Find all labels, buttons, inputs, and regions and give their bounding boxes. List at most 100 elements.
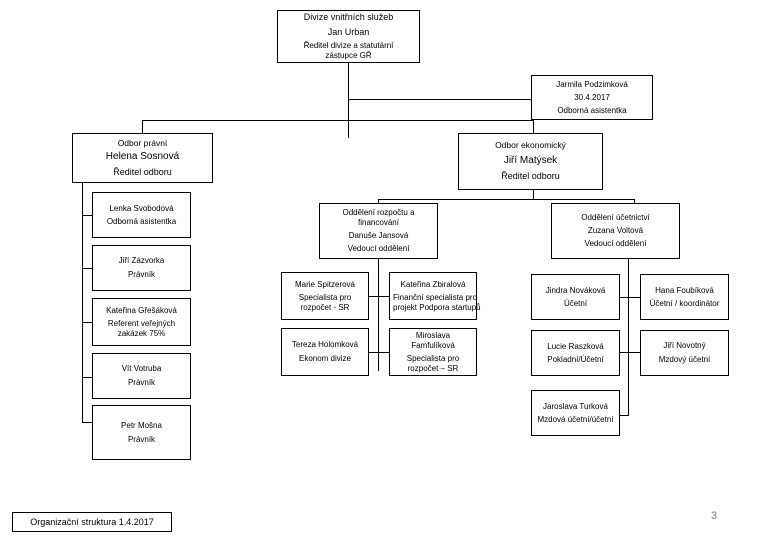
assistant-person: Jarmila Podzimková bbox=[556, 79, 628, 89]
legal-role: Ředitel odboru bbox=[113, 166, 172, 177]
page-number: 3 bbox=[711, 510, 718, 522]
accounting-staff-2-role: Účetní / koordinátor bbox=[649, 298, 720, 308]
budget-unit-line2: financování bbox=[358, 218, 399, 227]
connector-econ-down bbox=[533, 190, 534, 200]
legal-staff-3-role-line2: zakázek 75% bbox=[117, 328, 166, 338]
division-unit: Divize vnitřních služeb bbox=[303, 12, 394, 23]
legal-staff-1-role: Odborná asistentka bbox=[106, 216, 177, 226]
node-accounting-staff-5[interactable]: Jaroslava Turková Mzdová účetní/účetní bbox=[531, 390, 620, 436]
econ-role: Ředitel odboru bbox=[501, 171, 560, 182]
legal-staff-1-person: Lenka Svobodová bbox=[109, 203, 174, 213]
budget-staff-3-role: Ekonom divize bbox=[298, 354, 352, 363]
node-accounting-staff-3[interactable]: Lucie Raszková Pokladní/Účetní bbox=[531, 330, 620, 376]
legal-person: Helena Sosnová bbox=[105, 151, 180, 163]
accounting-person: Zuzana Voltová bbox=[587, 226, 644, 235]
connector-acct-stub-right-2 bbox=[628, 352, 640, 353]
connector-bus-to-legal bbox=[142, 120, 143, 138]
accounting-role: Vedoucí oddělení bbox=[584, 239, 647, 248]
accounting-staff-1-person: Jindra Nováková bbox=[545, 285, 606, 295]
connector-division-to-assistant bbox=[348, 99, 531, 100]
node-budget-unit[interactable]: Oddělení rozpočtu a financování Danuše J… bbox=[319, 203, 438, 259]
connector-budget-stub-left-2 bbox=[369, 352, 378, 353]
node-budget-staff-2[interactable]: Kateřina Zbiralová Finanční specialista … bbox=[389, 272, 481, 320]
connector-bus-to-econ bbox=[533, 120, 534, 138]
connector-legal-stub-2 bbox=[82, 268, 92, 269]
econ-person: Jiří Matýsek bbox=[503, 154, 558, 166]
connector-budget-stub-left-1 bbox=[369, 296, 378, 297]
connector-legal-spine bbox=[82, 183, 83, 422]
node-budget-staff-3[interactable]: Tereza Holomková Ekonom divize bbox=[281, 328, 369, 376]
accounting-staff-4-person: Jiří Novotný bbox=[663, 341, 706, 350]
node-accounting-staff-4[interactable]: Jiří Novotný Mzdový účetní bbox=[640, 330, 729, 376]
node-accounting-staff-2[interactable]: Hana Foubíková Účetní / koordinátor bbox=[640, 274, 729, 320]
accounting-staff-1-role: Účetní bbox=[563, 298, 588, 308]
assistant-date: 30.4.2017 bbox=[574, 92, 610, 102]
budget-staff-1-person: Marie Spitzerová bbox=[294, 279, 356, 289]
accounting-staff-4-role: Mzdový účetní bbox=[658, 355, 711, 364]
connector-division-spine bbox=[348, 63, 349, 138]
connector-legal-stub-3 bbox=[82, 322, 92, 323]
node-division[interactable]: Divize vnitřních služeb Jan Urban Ředite… bbox=[277, 10, 420, 63]
connector-acct-stub-left-3 bbox=[620, 415, 628, 416]
division-role-line2: zástupce GŘ bbox=[325, 50, 372, 60]
legal-staff-2-role: Právník bbox=[127, 270, 156, 279]
legal-staff-3-role-line1: Referent veřejných bbox=[107, 318, 176, 328]
node-accounting-staff-1[interactable]: Jindra Nováková Účetní bbox=[531, 274, 620, 320]
footer-caption: Organizační struktura 1.4.2017 bbox=[30, 517, 154, 527]
budget-staff-4-role-line2: rozpočet – SR bbox=[407, 363, 459, 373]
connector-budget-spine bbox=[378, 259, 379, 371]
budget-staff-1-role-line2: rozpočet - SR bbox=[300, 302, 350, 312]
node-legal-staff-4[interactable]: Vít Votruba Právník bbox=[92, 353, 191, 399]
budget-unit-line1: Oddělení rozpočtu a bbox=[342, 208, 415, 217]
accounting-staff-3-person: Lucie Raszková bbox=[547, 341, 604, 351]
node-legal-staff-2[interactable]: Jiří Zázvorka Právník bbox=[92, 245, 191, 291]
budget-staff-2-role-line1: Finanční specialista pro bbox=[393, 292, 478, 302]
node-budget-staff-1[interactable]: Marie Spitzerová Specialista pro rozpoče… bbox=[281, 272, 369, 320]
accounting-unit: Oddělení účetnictví bbox=[581, 213, 650, 222]
budget-staff-1-role-line1: Specialista pro bbox=[298, 292, 352, 302]
footer-caption-box: Organizační struktura 1.4.2017 bbox=[12, 512, 172, 532]
node-legal-staff-1[interactable]: Lenka Svobodová Odborná asistentka bbox=[92, 192, 191, 238]
legal-staff-5-person: Petr Mošna bbox=[121, 420, 162, 430]
budget-staff-4-role-line1: Specialista pro bbox=[406, 353, 460, 363]
legal-staff-2-person: Jiří Zázvorka bbox=[118, 256, 165, 265]
accounting-staff-2-person: Hana Foubíková bbox=[655, 285, 714, 295]
division-person: Jan Urban bbox=[327, 26, 370, 37]
node-accounting-unit[interactable]: Oddělení účetnictví Zuzana Voltová Vedou… bbox=[551, 203, 680, 259]
budget-staff-2-role-line2: projekt Podpora startupů bbox=[393, 302, 481, 312]
budget-person: Danuše Jansová bbox=[348, 231, 409, 240]
connector-budget-stub-right-1 bbox=[378, 296, 389, 297]
node-legal-staff-5[interactable]: Petr Mošna Právník bbox=[92, 405, 191, 460]
legal-staff-5-role: Právník bbox=[127, 434, 156, 444]
node-legal-department[interactable]: Odbor právní Helena Sosnová Ředitel odbo… bbox=[72, 133, 213, 183]
budget-staff-4-person-line1: Miroslava bbox=[415, 330, 451, 340]
node-budget-staff-4[interactable]: Miroslava Famfulíková Specialista pro ro… bbox=[389, 328, 477, 376]
accounting-staff-5-role: Mzdová účetní/účetní bbox=[537, 414, 614, 424]
budget-staff-2-person: Kateřina Zbiralová bbox=[400, 279, 466, 289]
node-economic-department[interactable]: Odbor ekonomický Jiří Matýsek Ředitel od… bbox=[458, 133, 603, 190]
node-assistant[interactable]: Jarmila Podzimková 30.4.2017 Odborná asi… bbox=[531, 75, 653, 120]
legal-staff-4-person: Vít Votruba bbox=[121, 364, 162, 373]
budget-staff-4-person-line2: Famfulíková bbox=[411, 340, 455, 350]
connector-legal-stub-1 bbox=[82, 215, 92, 216]
econ-unit: Odbor ekonomický bbox=[495, 140, 566, 151]
connector-acct-stub-left-2 bbox=[620, 352, 628, 353]
assistant-role: Odborná asistentka bbox=[557, 105, 627, 115]
budget-staff-3-person: Tereza Holomková bbox=[291, 340, 359, 349]
accounting-staff-3-role: Pokladní/Účetní bbox=[547, 354, 604, 364]
division-role-line1: Ředitel divize a statutární bbox=[303, 40, 394, 50]
connector-acct-stub-right-1 bbox=[628, 297, 640, 298]
legal-unit: Odbor právní bbox=[117, 137, 168, 148]
legal-staff-3-person: Kateřina Gřešáková bbox=[106, 305, 177, 315]
accounting-staff-5-person: Jaroslava Turková bbox=[543, 401, 608, 411]
budget-role: Vedoucí oddělení bbox=[347, 244, 410, 253]
connector-acct-stub-left-1 bbox=[620, 297, 628, 298]
connector-econ-bus bbox=[378, 199, 634, 200]
connector-legal-stub-4 bbox=[82, 377, 92, 378]
node-legal-staff-3[interactable]: Kateřina Gřešáková Referent veřejných za… bbox=[92, 298, 191, 346]
connector-budget-stub-right-2 bbox=[378, 352, 389, 353]
connector-division-bus bbox=[142, 120, 534, 121]
connector-accounting-spine bbox=[628, 259, 629, 416]
connector-legal-stub-5 bbox=[82, 422, 92, 423]
